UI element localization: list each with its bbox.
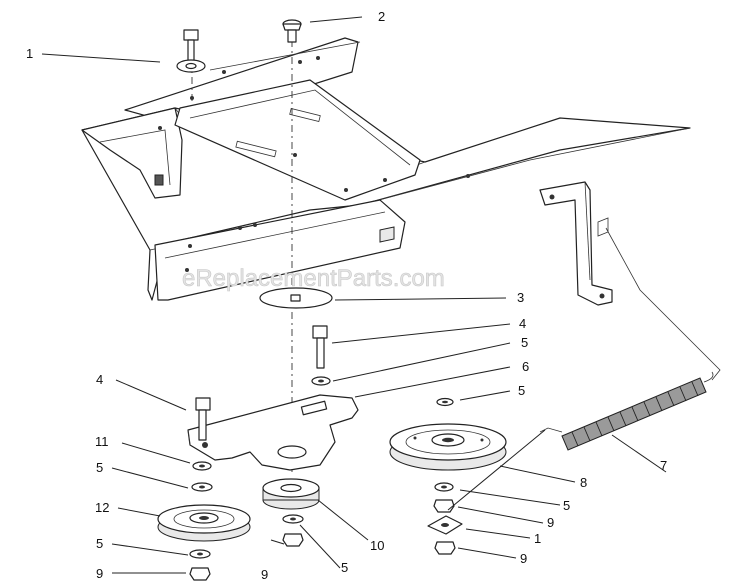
bolt-with-bushing-top <box>176 29 206 73</box>
callout-label: 10 <box>370 538 384 553</box>
leader-lines <box>41 16 667 574</box>
callout-label: 5 <box>521 335 528 350</box>
callout-labels: 1 2 3 4 5 6 4 5 11 5 12 5 9 9 5 10 8 7 5… <box>26 9 667 582</box>
hex-bolt-left <box>195 397 211 441</box>
center-spacer-pulley <box>262 478 320 510</box>
callout-label: 5 <box>341 560 348 575</box>
washer-bolt-right <box>311 376 331 386</box>
callout-label: 11 <box>95 434 109 449</box>
large-flat-washer <box>259 287 333 309</box>
callout-label: 9 <box>547 515 554 530</box>
callout-label: 4 <box>96 372 103 387</box>
callout-label: 5 <box>563 498 570 513</box>
carriage-bolt <box>282 19 302 43</box>
callout-label: 5 <box>96 460 103 475</box>
mower-frame <box>81 37 691 301</box>
callout-label: 6 <box>522 359 529 374</box>
callout-label: 1 <box>534 531 541 546</box>
washer-right-middle <box>434 482 454 492</box>
locknut-right-upper <box>433 499 455 513</box>
callout-label: 9 <box>520 551 527 566</box>
callout-label: 3 <box>517 290 524 305</box>
callout-label: 12 <box>95 500 109 515</box>
idler-spring-bracket <box>539 181 613 306</box>
watermark-text: eReplacementParts.com <box>182 265 445 292</box>
callout-label: 2 <box>378 9 385 24</box>
washer-left-lower <box>189 549 211 559</box>
locknut-right-lower <box>434 541 456 555</box>
callout-label: 9 <box>261 567 268 582</box>
extension-spring <box>539 227 721 451</box>
callout-label: 9 <box>96 566 103 581</box>
washer-left-upper <box>191 482 213 492</box>
callout-label: 8 <box>580 475 587 490</box>
callout-label: 4 <box>519 316 526 331</box>
callout-label: 5 <box>518 383 525 398</box>
spacer-left <box>192 461 212 471</box>
washer-right-top <box>436 397 454 407</box>
locknut-left <box>189 567 211 581</box>
callout-label: 1 <box>26 46 33 61</box>
idler-pulley-large <box>389 423 507 471</box>
bushing-right <box>427 515 463 535</box>
washer-center <box>282 514 304 524</box>
idler-pulley-small <box>157 504 251 542</box>
hex-bolt-right <box>312 325 328 369</box>
callout-label: 5 <box>96 536 103 551</box>
locknut-center <box>282 533 304 547</box>
callout-label: 7 <box>660 458 667 473</box>
idler-arm <box>187 394 359 471</box>
